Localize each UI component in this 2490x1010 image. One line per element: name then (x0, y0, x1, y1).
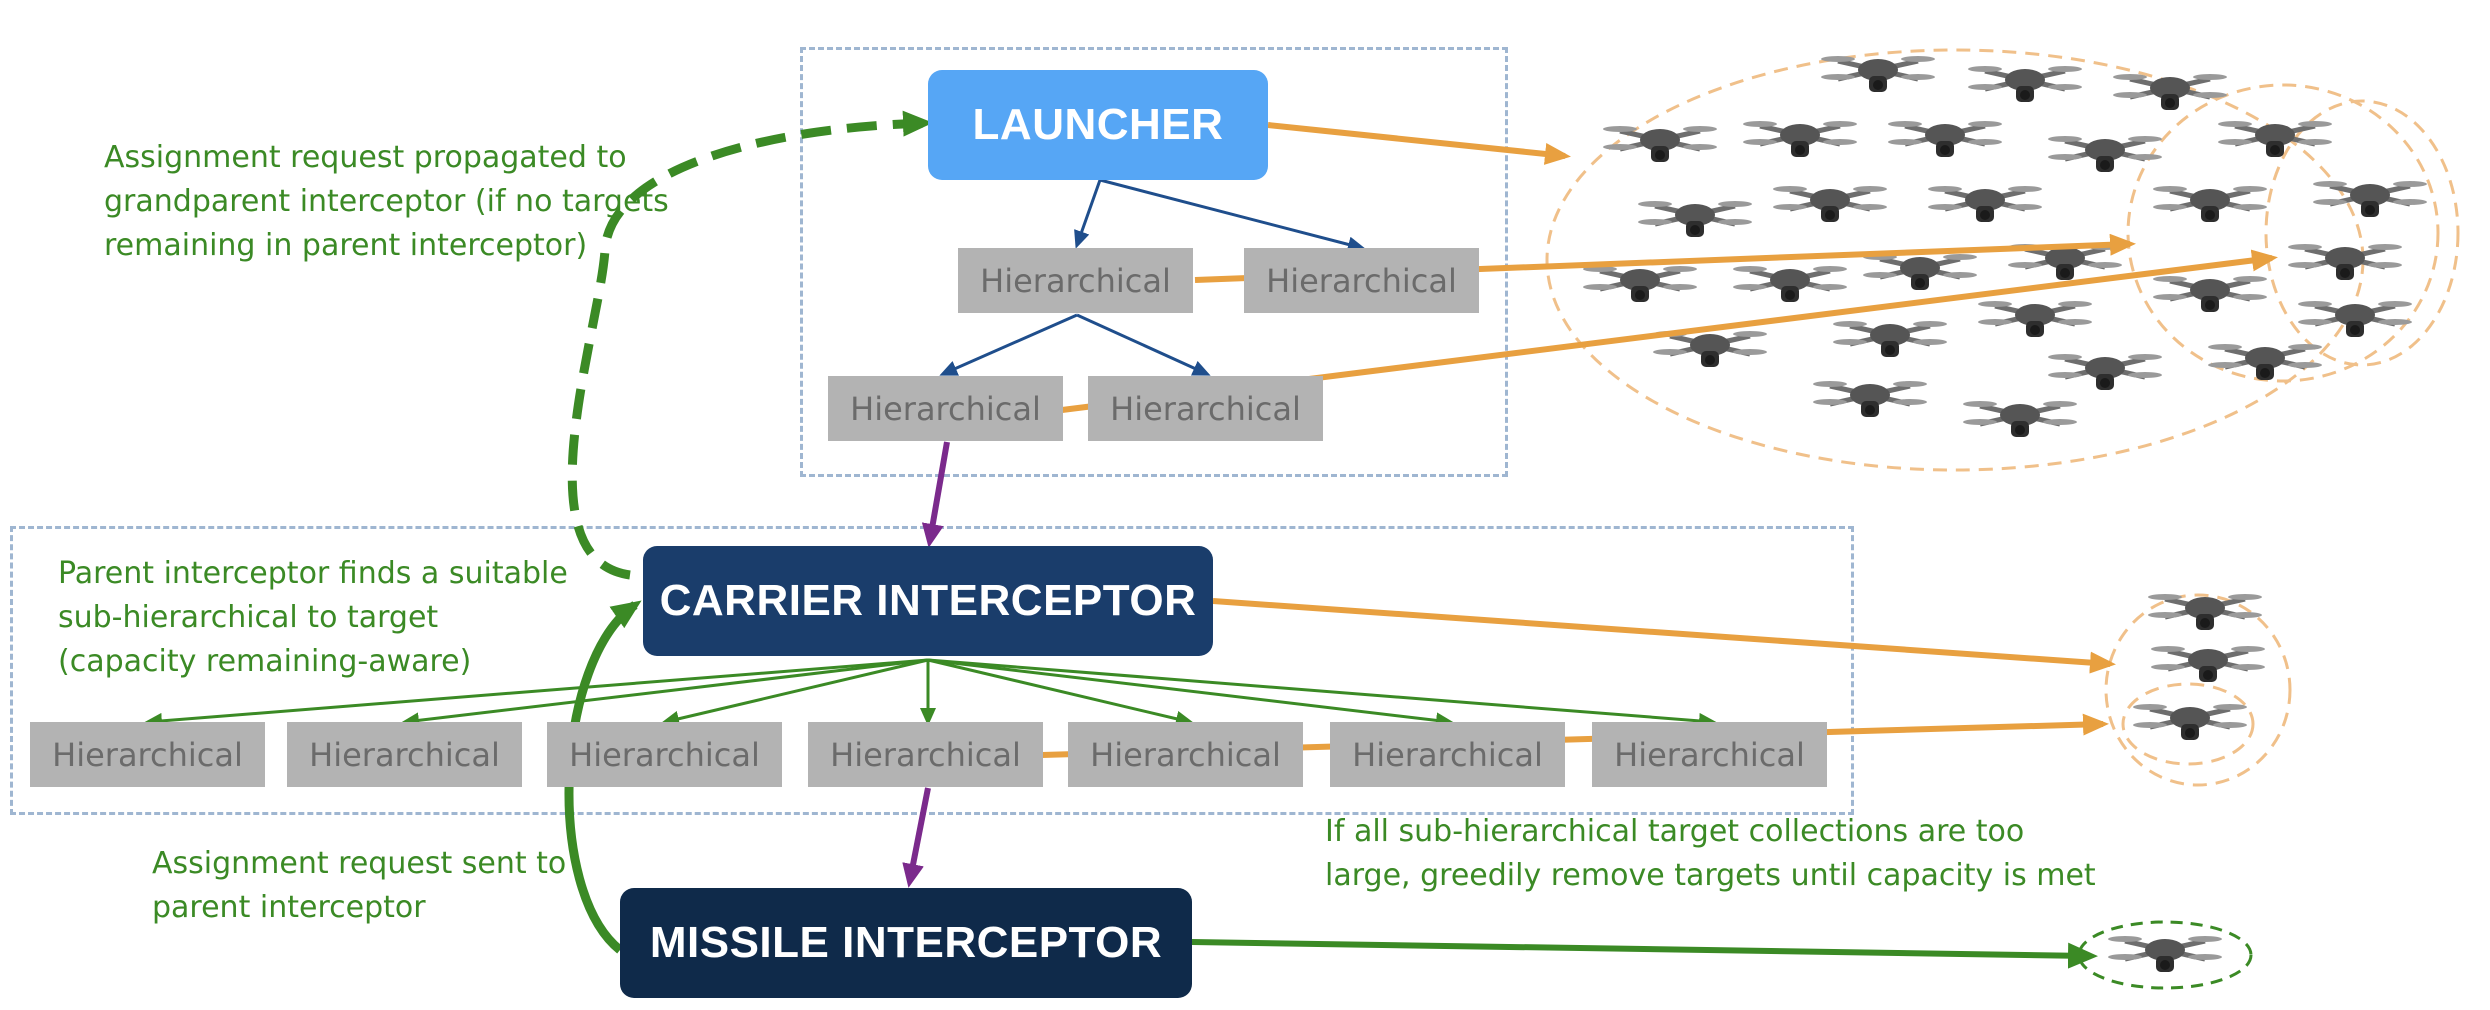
hierarchical-node[interactable]: Hierarchical (1068, 722, 1303, 787)
carrier-to-missile-arrow (902, 787, 931, 888)
hierarchical-node[interactable]: Hierarchical (287, 722, 522, 787)
missile-interceptor-label: MISSILE INTERCEPTOR (649, 918, 1163, 967)
carrier-interceptor-label: CARRIER INTERCEPTOR (659, 576, 1197, 625)
carrier-target-boundary (2104, 593, 2292, 787)
note-greedy-removal: If all sub-hierarchical target collectio… (1325, 814, 2096, 893)
carrier-interceptor-node[interactable]: CARRIER INTERCEPTOR (643, 546, 1213, 656)
note-parent-finds: Parent interceptor finds a suitable sub-… (58, 556, 568, 679)
hierarchical-node[interactable]: Hierarchical (30, 722, 265, 787)
launcher-node[interactable]: LAUNCHER (928, 70, 1268, 180)
carrier-sub-target-boundary (2121, 682, 2255, 766)
hierarchical-node[interactable]: Hierarchical (958, 248, 1193, 313)
request-to-grandparent-arrow (567, 110, 933, 580)
note-grandparent-request: Assignment request propagated to grandpa… (104, 140, 669, 263)
launcher-label: LAUNCHER (972, 100, 1224, 149)
hierarchical-node[interactable]: Hierarchical (808, 722, 1043, 787)
carrier-fanout (144, 658, 1717, 729)
launcher-group-frame (800, 47, 1508, 477)
tree-edge (1076, 313, 1211, 376)
tree-edge (1074, 179, 1102, 249)
swarm-boundary-mid (2126, 83, 2440, 383)
tree-edge (1099, 178, 1366, 253)
hierarchical-node[interactable]: Hierarchical (828, 376, 1063, 441)
swarm-boundary-inner (2264, 99, 2460, 367)
hierarchical-node[interactable]: Hierarchical (1244, 248, 1479, 313)
launcher-to-carrier-arrow (921, 441, 950, 548)
hierarchical-node[interactable]: Hierarchical (547, 722, 782, 787)
carrier-target-arrow (1212, 598, 2116, 674)
missile-interceptor-node[interactable]: MISSILE INTERCEPTOR (620, 888, 1192, 998)
launcher-target-arrow (1267, 122, 1571, 165)
missile-target-arrow (1191, 939, 2098, 969)
hierarchical-node[interactable]: Hierarchical (1330, 722, 1565, 787)
note-sent-to-parent: Assignment request sent to parent interc… (152, 846, 567, 925)
missile-target-boundary (2077, 920, 2253, 990)
hierarchical-node[interactable]: Hierarchical (1592, 722, 1827, 787)
hierarchical-node[interactable]: Hierarchical (1088, 376, 1323, 441)
tree-edge (939, 313, 1078, 376)
